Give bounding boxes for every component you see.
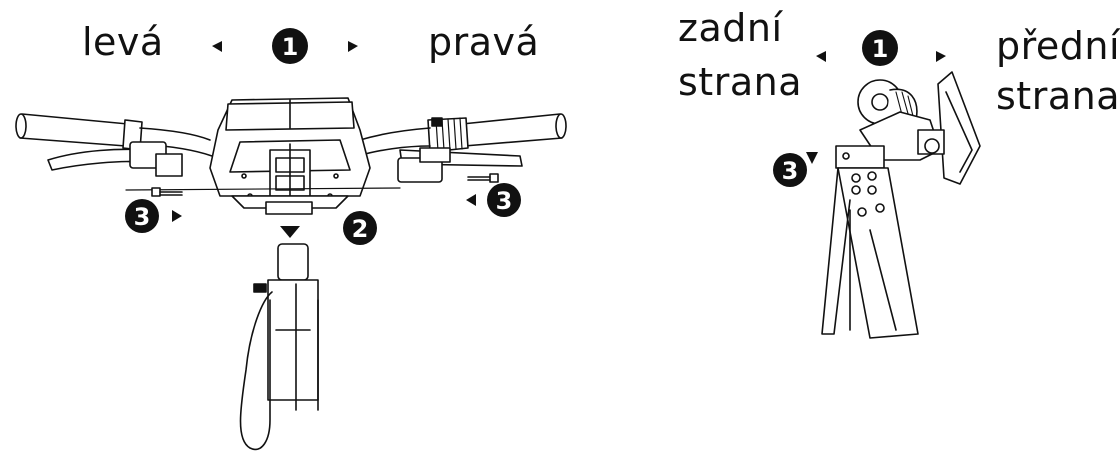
- svg-text:3: 3: [782, 157, 799, 185]
- arrow-left-icon: [212, 41, 222, 52]
- display-housing-icon: [209, 97, 371, 215]
- step-badge-2: 2: [343, 211, 377, 245]
- label-back-side-line1: zadní: [678, 6, 783, 50]
- arrow-right-icon: [936, 51, 946, 62]
- step-badge-3-side-bolt: 3: [773, 153, 807, 187]
- step-badge-3-right-bolt: 3: [487, 183, 521, 217]
- stem-tube-icon: [239, 243, 319, 451]
- right-brake-lever-icon: [397, 147, 523, 183]
- svg-text:3: 3: [134, 203, 151, 231]
- arrow-right-icon: [348, 41, 358, 52]
- svg-text:2: 2: [352, 215, 369, 243]
- label-back-side-line2: strana: [678, 60, 802, 104]
- arrow-down-icon: [806, 152, 818, 164]
- arrow-left-icon: [466, 194, 476, 206]
- svg-text:1: 1: [282, 33, 299, 61]
- left-bolt-icon: [151, 187, 183, 197]
- label-front-side-line1: přední: [996, 24, 1120, 68]
- right-grip-icon: [427, 113, 567, 153]
- arrow-down-icon: [280, 226, 300, 238]
- svg-text:1: 1: [872, 35, 889, 63]
- left-brake-lever-icon: [47, 141, 183, 177]
- label-front-side-line2: strana: [996, 74, 1120, 118]
- side-view-assembly: [821, 71, 981, 339]
- svg-text:3: 3: [496, 187, 513, 215]
- step-badge-1-left: 1: [272, 28, 308, 64]
- left-grip-icon: [15, 113, 143, 151]
- right-bolt-icon: [467, 173, 499, 183]
- label-left-side: levá: [82, 20, 164, 64]
- side-stem-icon: [821, 167, 919, 339]
- step-badge-3-left-bolt: 3: [125, 199, 159, 233]
- label-right-side: pravá: [428, 20, 540, 64]
- handlebar-assembly: [15, 97, 567, 451]
- arrow-left-icon: [816, 51, 826, 62]
- arrow-right-icon: [172, 210, 182, 222]
- step-badge-1-right: 1: [862, 30, 898, 66]
